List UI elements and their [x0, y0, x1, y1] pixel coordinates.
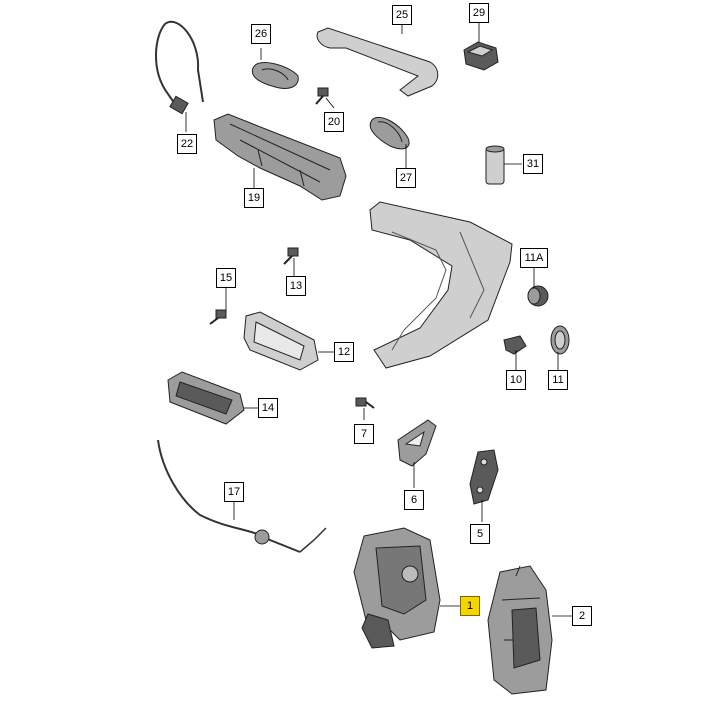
part-12-inner-handle-bracket	[243, 311, 319, 371]
callout-10: 10	[506, 370, 526, 390]
callout-7: 7	[354, 424, 374, 444]
callout-27: 27	[396, 168, 416, 188]
callout-20: 20	[324, 112, 344, 132]
part-13-screw	[283, 247, 299, 265]
callout-14: 14	[258, 398, 278, 418]
callout-11a: 11A	[520, 248, 548, 268]
callout-26: 26	[251, 24, 271, 44]
door-frame	[369, 201, 513, 369]
part-1-door-lock	[353, 527, 441, 649]
leader-lines	[185, 22, 572, 617]
part-10-clip	[503, 335, 527, 355]
part-5-striker-plate	[469, 449, 499, 505]
callout-31: 31	[523, 154, 543, 174]
callout-13: 13	[286, 276, 306, 296]
part-17-cable	[157, 439, 327, 553]
callout-5: 5	[470, 524, 490, 544]
part-14-inner-handle	[167, 371, 245, 425]
part-27-gasket	[369, 116, 410, 150]
part-26-handle-cap	[251, 62, 299, 89]
part-31-sleeve	[485, 145, 505, 185]
callout-29: 29	[469, 3, 489, 23]
part-25-outer-handle	[316, 27, 439, 97]
part-29-cap	[463, 41, 499, 71]
part-20-screw	[315, 87, 329, 105]
callout-17: 17	[224, 482, 244, 502]
callout-11: 11	[548, 370, 568, 390]
part-2-lock-cover	[487, 565, 553, 695]
callout-6: 6	[404, 490, 424, 510]
part-15-screw	[209, 309, 227, 325]
callout-15: 15	[216, 268, 236, 288]
callout-19: 19	[244, 188, 264, 208]
callout-22: 22	[177, 134, 197, 154]
callout-1: 1	[460, 596, 480, 616]
part-22-cable	[155, 20, 204, 115]
part-19-handle-carrier	[213, 113, 347, 201]
callout-12: 12	[334, 342, 354, 362]
part-6-striker	[397, 419, 437, 467]
part-7-screw	[355, 397, 375, 409]
callout-25: 25	[392, 5, 412, 25]
callout-2: 2	[572, 606, 592, 626]
part-11-grommet	[550, 325, 570, 355]
part-11a-plug	[527, 285, 549, 307]
